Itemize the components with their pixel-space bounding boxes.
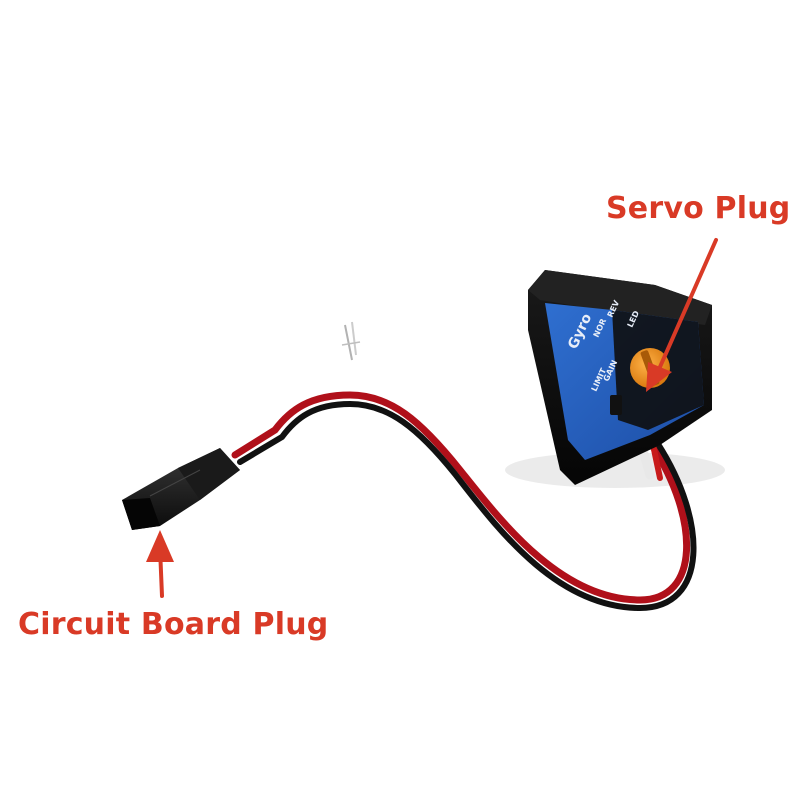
circuit-board-plug-label: Circuit Board Plug bbox=[18, 607, 329, 642]
circuit-board-plug bbox=[122, 448, 240, 530]
servo-cable bbox=[231, 391, 697, 612]
rev-switch bbox=[610, 395, 622, 415]
gyro-module: Gyro NOR REV LED LIMIT GAIN bbox=[528, 270, 712, 485]
board-arrow-icon bbox=[146, 530, 174, 598]
servo-arrow-icon bbox=[646, 238, 718, 392]
servo-plug-label: Servo Plug bbox=[606, 191, 791, 226]
loose-pins bbox=[341, 321, 361, 361]
